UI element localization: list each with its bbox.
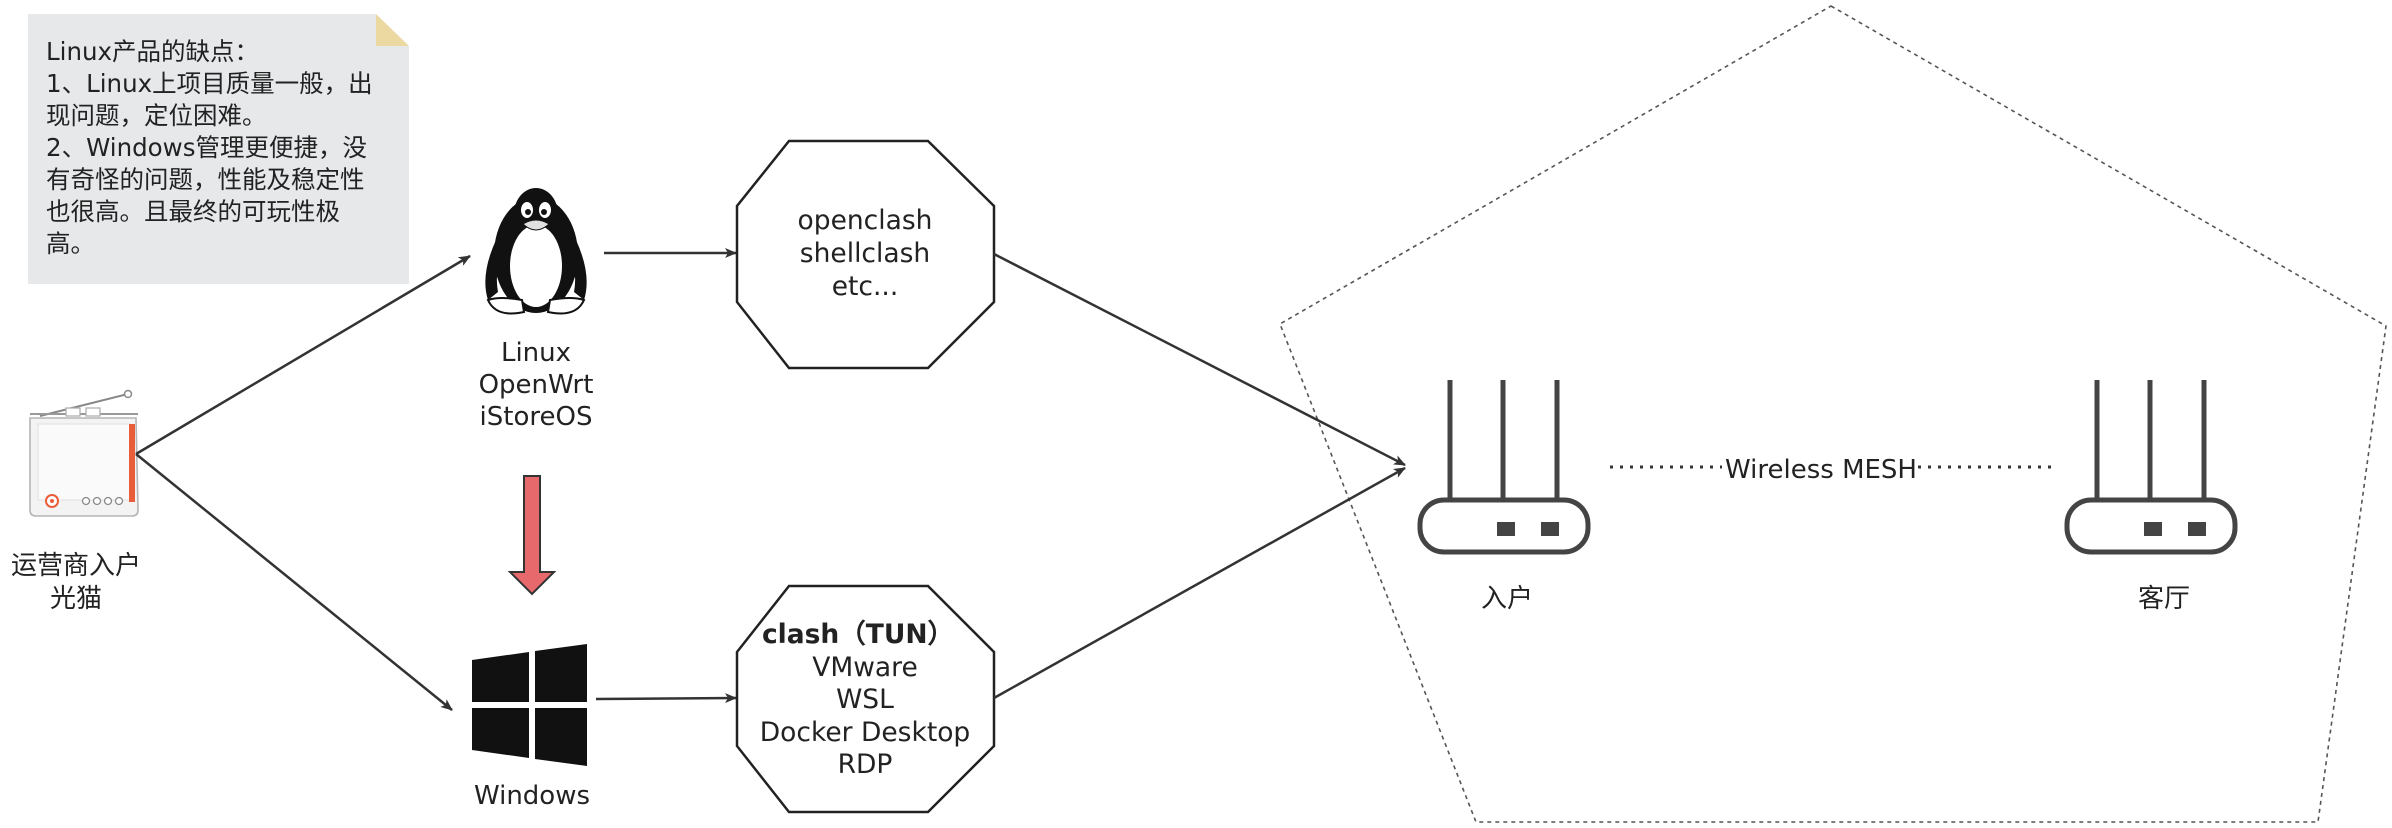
mesh-zone-pentagon [1279, 5, 2387, 823]
note-line: 也很高。且最终的可玩性极 [46, 197, 340, 226]
modem-icon [29, 389, 139, 517]
modem-label: 运营商入户 [11, 551, 141, 581]
note-line: 高。 [46, 229, 95, 258]
linux-label: Linux [501, 338, 571, 368]
note-line: 2、Windows管理更便捷，没 [46, 133, 367, 162]
router-icon [2064, 380, 2238, 555]
note-line: Linux产品的缺点： [46, 37, 259, 66]
octagon-top-text: openclash [798, 205, 933, 236]
arrow-windows-to-clash [595, 693, 737, 704]
arrow-modem-to-linux [135, 254, 471, 456]
windows-label: Windows [474, 781, 590, 811]
octagon-top-text: etc... [832, 271, 899, 302]
linux-label: OpenWrt [479, 370, 594, 400]
octagon-bottom-text: VMware [812, 652, 918, 683]
octagon-bottom-text: WSL [836, 684, 894, 715]
modem-label: 光猫 [50, 584, 102, 614]
arrow-openclash-to-router [993, 252, 1406, 467]
note-line: 1、Linux上项目质量一般，出 [46, 69, 373, 98]
arrow-clash-to-router [993, 466, 1406, 700]
note-line: 有奇怪的问题，性能及稳定性 [46, 165, 365, 194]
note-line: 现问题，定位困难。 [46, 101, 267, 130]
router-left-label: 入户 [1481, 584, 1533, 614]
linux-tux-icon [485, 188, 587, 315]
octagon-bottom-text: RDP [838, 749, 893, 780]
red-down-arrow [507, 475, 557, 596]
octagon-openclash [735, 139, 996, 370]
router-right-label: 客厅 [2138, 584, 2190, 614]
windows-logo-icon [472, 644, 587, 766]
linux-label: iStoreOS [480, 402, 593, 432]
mesh-label: Wireless MESH [1725, 455, 1917, 485]
octagon-bottom-text: Docker Desktop [760, 717, 971, 748]
note-card: Linux产品的缺点： 1、Linux上项目质量一般，出 现问题，定位困难。 2… [28, 14, 409, 284]
arrow-modem-to-windows [135, 453, 453, 711]
router-icon [1417, 380, 1591, 555]
octagon-bottom-text: clash（TUN） [762, 619, 954, 650]
octagon-clash [735, 584, 996, 814]
octagon-top-text: shellclash [800, 238, 930, 269]
